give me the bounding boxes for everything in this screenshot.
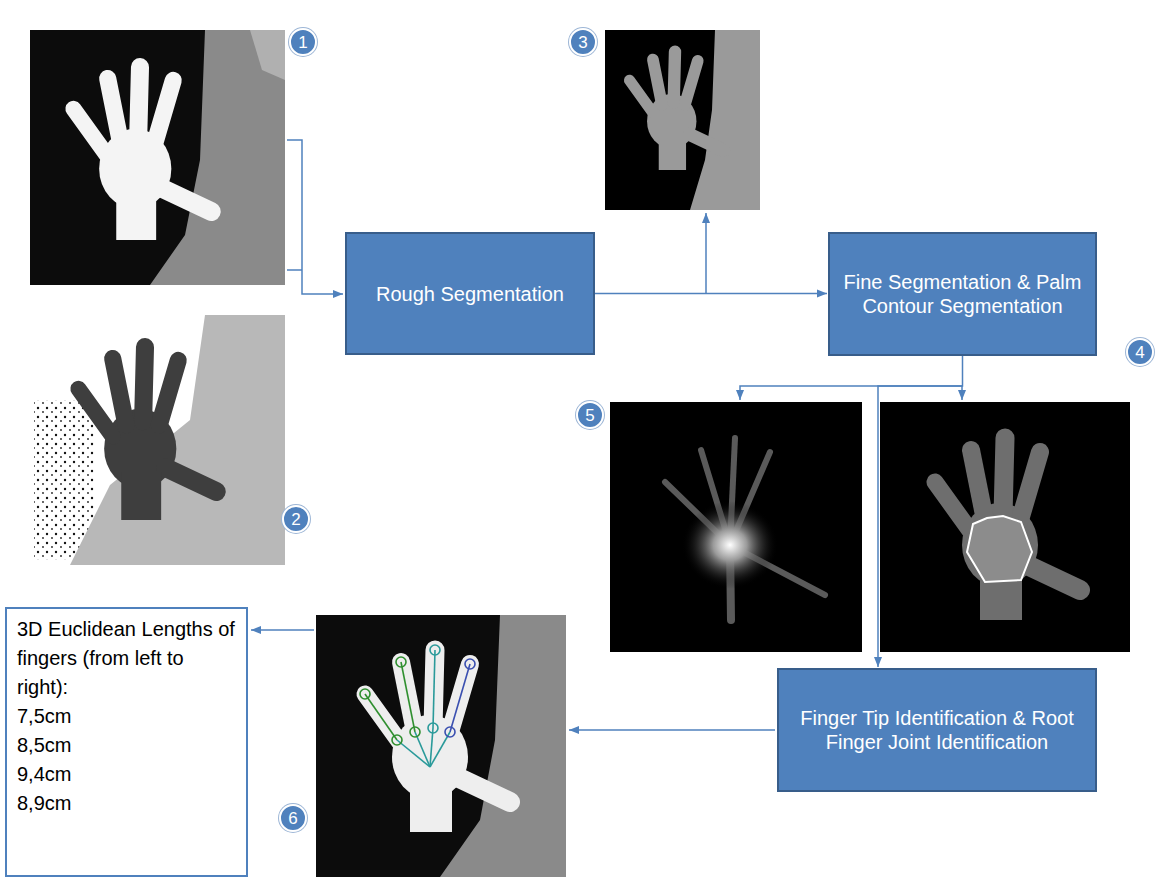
illustration-part: [682, 501, 778, 589]
illustration-part: [465, 659, 475, 669]
callout-number: 2: [282, 505, 310, 533]
callout-number: 6: [279, 804, 307, 832]
body-shape: [70, 315, 285, 565]
process-label: Rough Segmentation: [376, 282, 564, 306]
image-ground: [605, 30, 760, 210]
flow-arrow: [878, 356, 963, 667]
hand-shape: [365, 650, 510, 832]
process-box: Rough Segmentation: [345, 232, 595, 355]
input-bracket: [287, 140, 343, 294]
process-label: Fine Segmentation & Palm Contour Segment…: [842, 270, 1083, 318]
illustration-part: [360, 689, 370, 699]
image-ground: [316, 615, 566, 877]
note-text: 8,9cm: [17, 789, 236, 818]
result-image: [316, 615, 566, 877]
body-shape: [150, 30, 285, 285]
process-box: Fine Segmentation & Palm Contour Segment…: [828, 232, 1097, 356]
illustration-part: [430, 645, 440, 655]
process-box: Finger Tip Identification & Root Finger …: [777, 668, 1097, 792]
illustration-part: [445, 727, 455, 737]
illustration-part: [430, 732, 450, 767]
image-ground: [880, 402, 1130, 652]
input-bracket: [287, 269, 302, 271]
hand-shape: [935, 438, 1080, 620]
flow-wires: [251, 140, 962, 730]
branch-arrow: [705, 213, 707, 294]
rough-mask-image: [605, 30, 760, 210]
illustration-part: [401, 662, 415, 732]
finger-marks: [360, 645, 475, 767]
palm-contour-image: [880, 402, 1130, 652]
image-ground: [610, 402, 862, 652]
illustration-part: [410, 727, 420, 737]
hand-shape: [74, 67, 212, 240]
callout-number: 1: [289, 28, 317, 56]
callout-number: 5: [576, 401, 604, 429]
flow-arrow: [595, 293, 827, 295]
illustration-part: [365, 694, 397, 740]
branch-arrow: [961, 386, 963, 400]
result-arrow: [251, 629, 314, 631]
image-ground: [30, 30, 285, 285]
palm-contour: [967, 516, 1032, 582]
illustration-part: [392, 735, 402, 745]
depth-image: [30, 315, 285, 565]
illustration-part: [433, 650, 435, 728]
ir-image: [30, 30, 285, 285]
illustration-part: [450, 664, 470, 732]
process-label: Finger Tip Identification & Root Finger …: [791, 706, 1083, 754]
illustration-part: [428, 723, 438, 733]
image-ground: [30, 315, 285, 565]
branch-arrow: [740, 386, 962, 400]
note-text: 3D Euclidean Lengths of fingers (from le…: [17, 615, 236, 702]
note-text: 7,5cm: [17, 702, 236, 731]
note-text: 9,4cm: [17, 760, 236, 789]
result-arrow: [569, 729, 775, 731]
head-shape: [250, 30, 285, 80]
hand-shape: [79, 347, 217, 520]
illustration-part: [396, 657, 406, 667]
result-note: 3D Euclidean Lengths of fingers (from le…: [5, 607, 248, 877]
distance-image: [610, 402, 862, 652]
callout-number: 3: [569, 28, 597, 56]
callout-number: 4: [1126, 338, 1154, 366]
note-text: 8,5cm: [17, 731, 236, 760]
skeleton: [665, 438, 825, 620]
hand-shape: [630, 52, 724, 170]
